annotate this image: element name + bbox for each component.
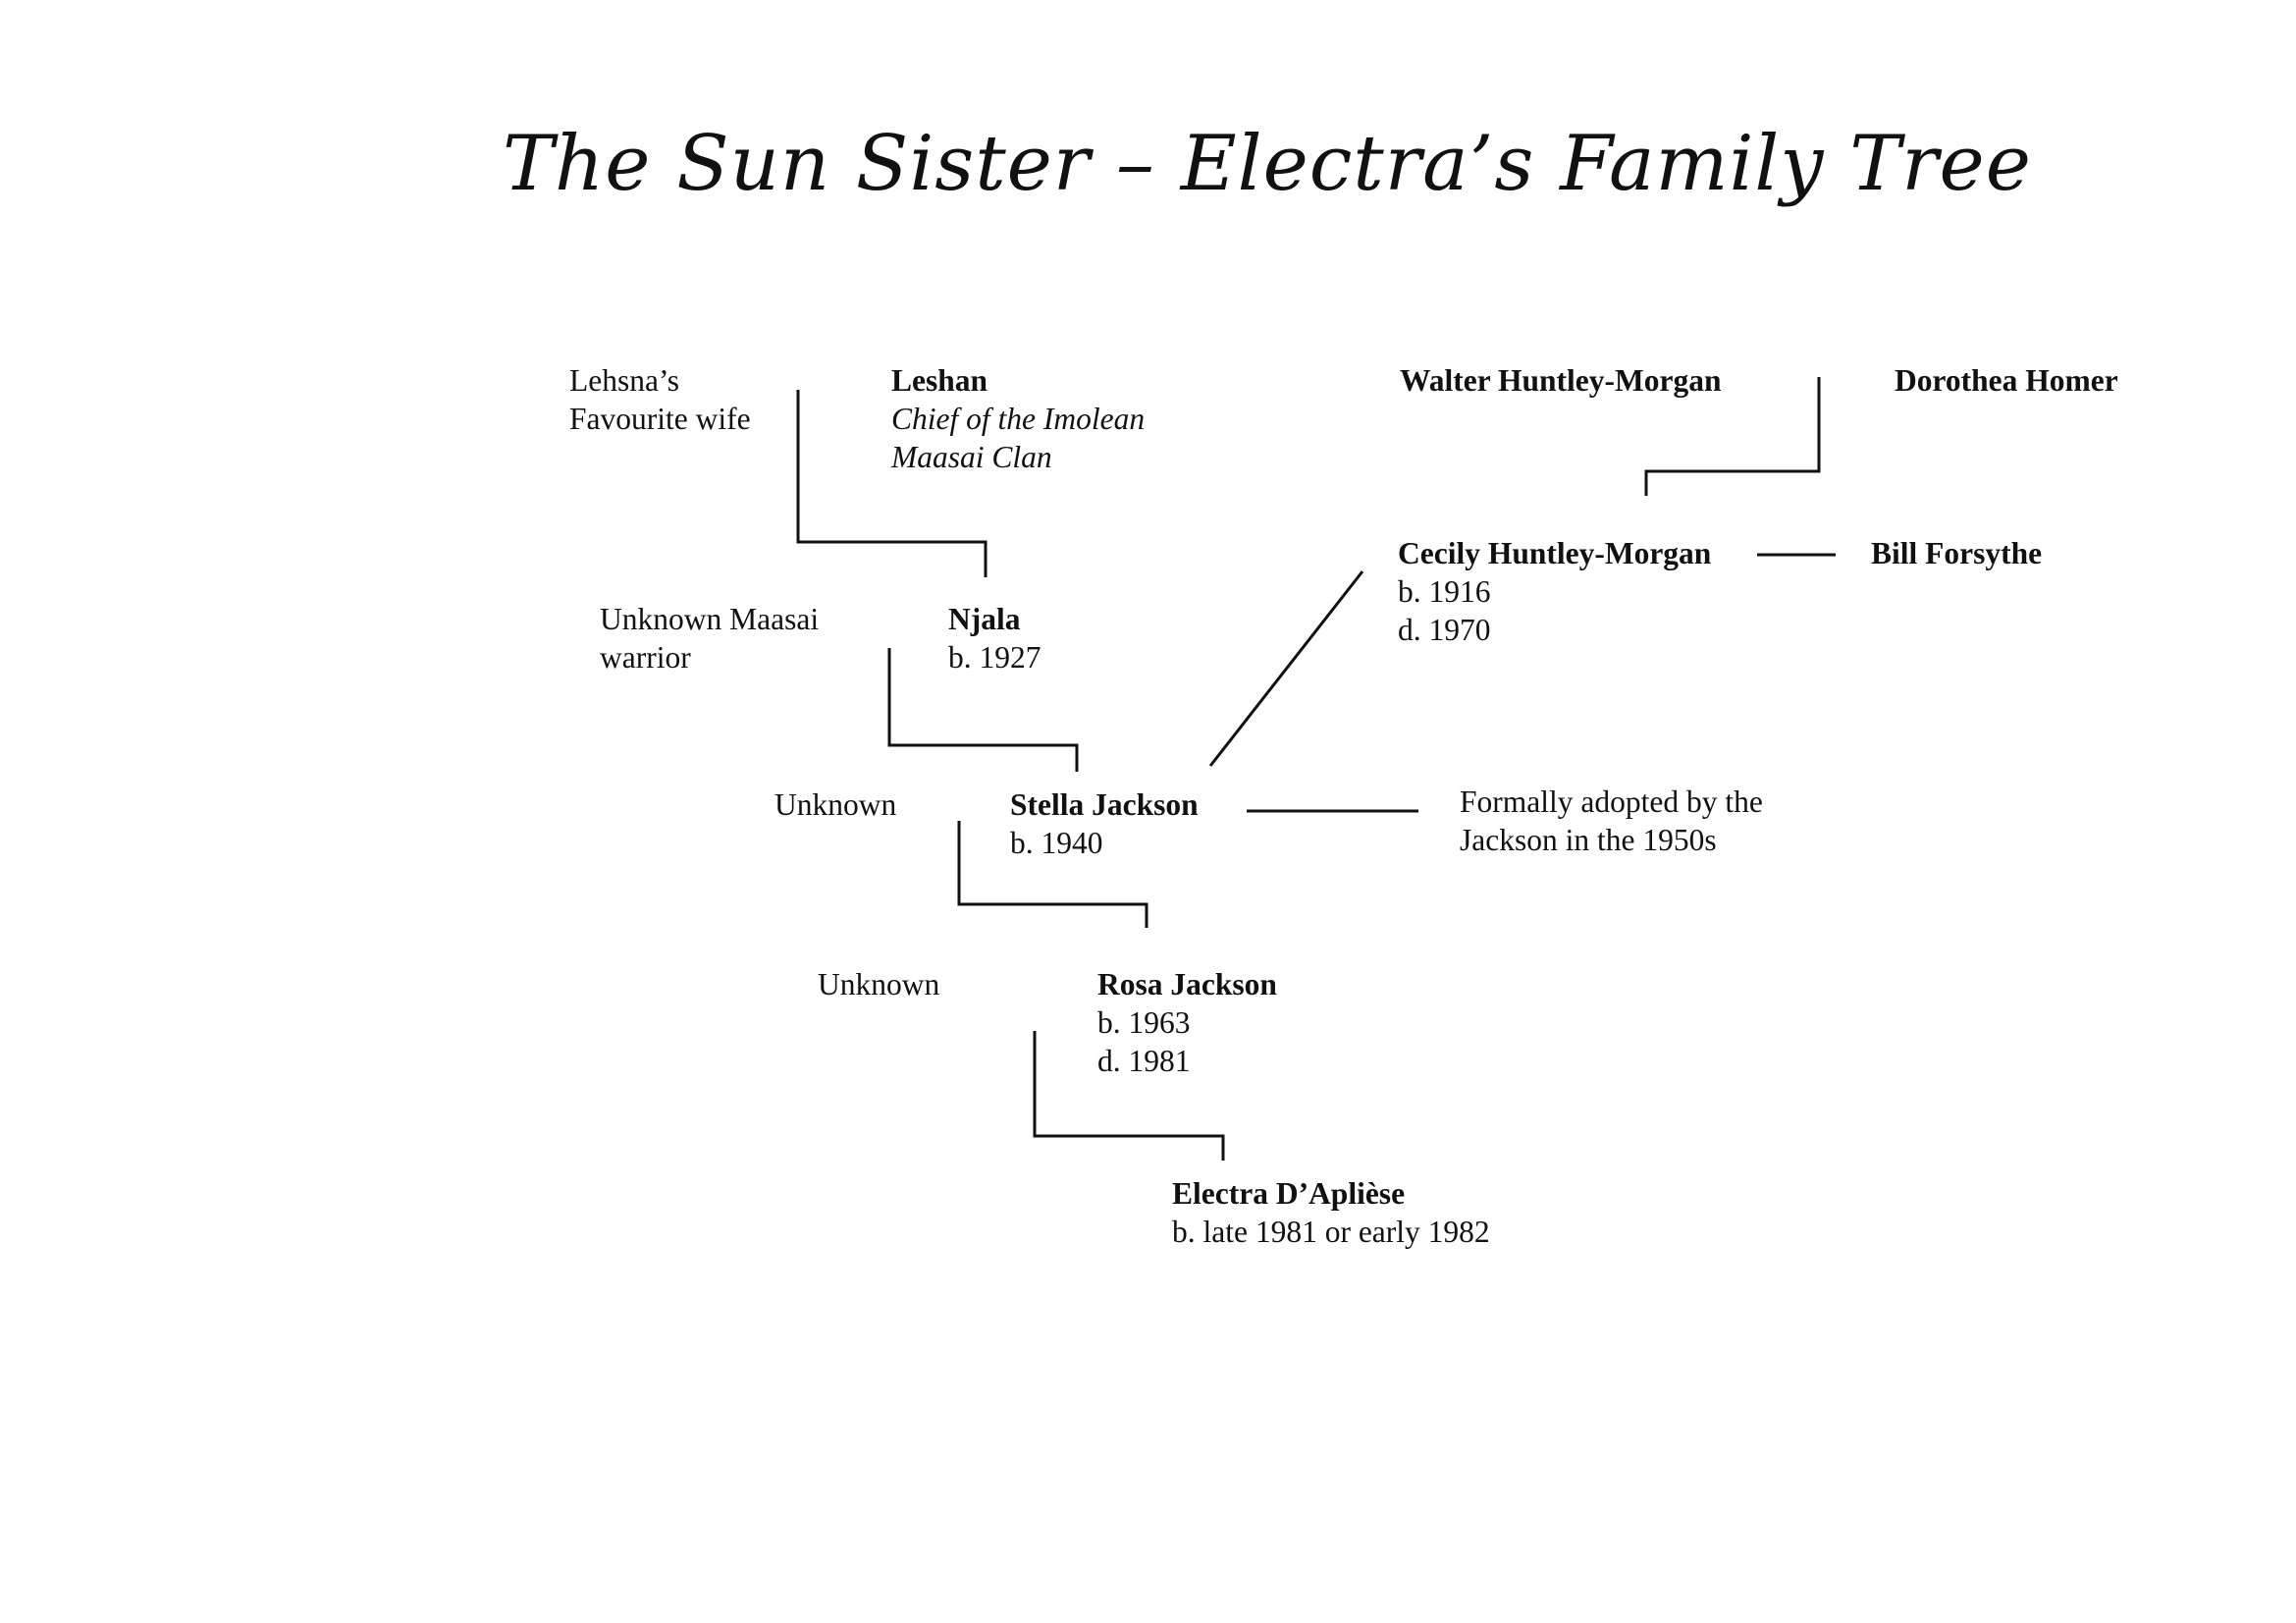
connector-stella-to-rosa — [957, 821, 1148, 928]
person-rosa-jackson: Rosa Jackson b. 1963 d. 1981 — [1097, 965, 1277, 1080]
person-born: b. 1927 — [948, 640, 1041, 675]
person-dorothea-homer: Dorothea Homer — [1895, 361, 2118, 400]
person-label: warrior — [600, 640, 691, 675]
person-label: Unknown Maasai — [600, 602, 820, 636]
person-name: Walter Huntley-Morgan — [1400, 363, 1722, 398]
person-electra-dapliese: Electra D’Aplièse b. late 1981 or early … — [1172, 1174, 1490, 1251]
person-born: b. late 1981 or early 1982 — [1172, 1215, 1490, 1249]
connector-leshan-to-njala — [796, 390, 988, 577]
person-name: Bill Forsythe — [1871, 536, 2043, 570]
person-died: d. 1981 — [1097, 1044, 1191, 1078]
person-born: b. 1963 — [1097, 1005, 1191, 1040]
person-njala: Njala b. 1927 — [948, 600, 1041, 676]
person-name: Leshan — [891, 363, 988, 398]
connector-cecily-stella — [1208, 570, 1364, 767]
person-leshan: Leshan Chief of the Imolean Maasai Clan — [891, 361, 1145, 476]
person-label: Unknown — [818, 967, 940, 1001]
connector-njala-to-stella — [887, 648, 1079, 772]
person-bill-forsythe: Bill Forsythe — [1871, 534, 2042, 572]
person-name: Dorothea Homer — [1895, 363, 2118, 398]
person-cecily-huntley-morgan: Cecily Huntley-Morgan b. 1916 d. 1970 — [1398, 534, 1711, 649]
person-name: Cecily Huntley-Morgan — [1398, 536, 1712, 570]
connector-walter-dorothea-to-cecily — [1644, 377, 1821, 496]
note-text: Jackson in the 1950s — [1460, 823, 1717, 857]
person-died: d. 1970 — [1398, 613, 1491, 647]
connector-rosa-to-electra — [1033, 1031, 1225, 1161]
person-unknown-parent-of-rosa: Unknown — [774, 785, 896, 824]
person-label: Lehsna’s — [569, 363, 679, 398]
person-unknown-maasai-warrior: Unknown Maasai warrior — [600, 600, 819, 676]
person-name: Njala — [948, 602, 1021, 636]
note-text: Formally adopted by the — [1460, 784, 1763, 819]
person-label: Unknown — [774, 787, 897, 822]
person-walter-huntley-morgan: Walter Huntley-Morgan — [1400, 361, 1722, 400]
person-born: b. 1940 — [1010, 826, 1103, 860]
person-name: Stella Jackson — [1010, 787, 1199, 822]
adoption-note: Formally adopted by the Jackson in the 1… — [1460, 783, 1763, 859]
person-name: Electra D’Aplièse — [1172, 1176, 1406, 1211]
person-label: Favourite wife — [569, 402, 751, 436]
person-born: b. 1916 — [1398, 574, 1491, 609]
person-stella-jackson: Stella Jackson b. 1940 — [1010, 785, 1199, 862]
person-role: Maasai Clan — [891, 440, 1052, 474]
person-role: Chief of the Imolean — [891, 402, 1146, 436]
person-lehsna-favourite-wife: Lehsna’s Favourite wife — [569, 361, 751, 438]
person-name: Rosa Jackson — [1097, 967, 1277, 1001]
person-unknown-parent-of-electra: Unknown — [818, 965, 939, 1003]
